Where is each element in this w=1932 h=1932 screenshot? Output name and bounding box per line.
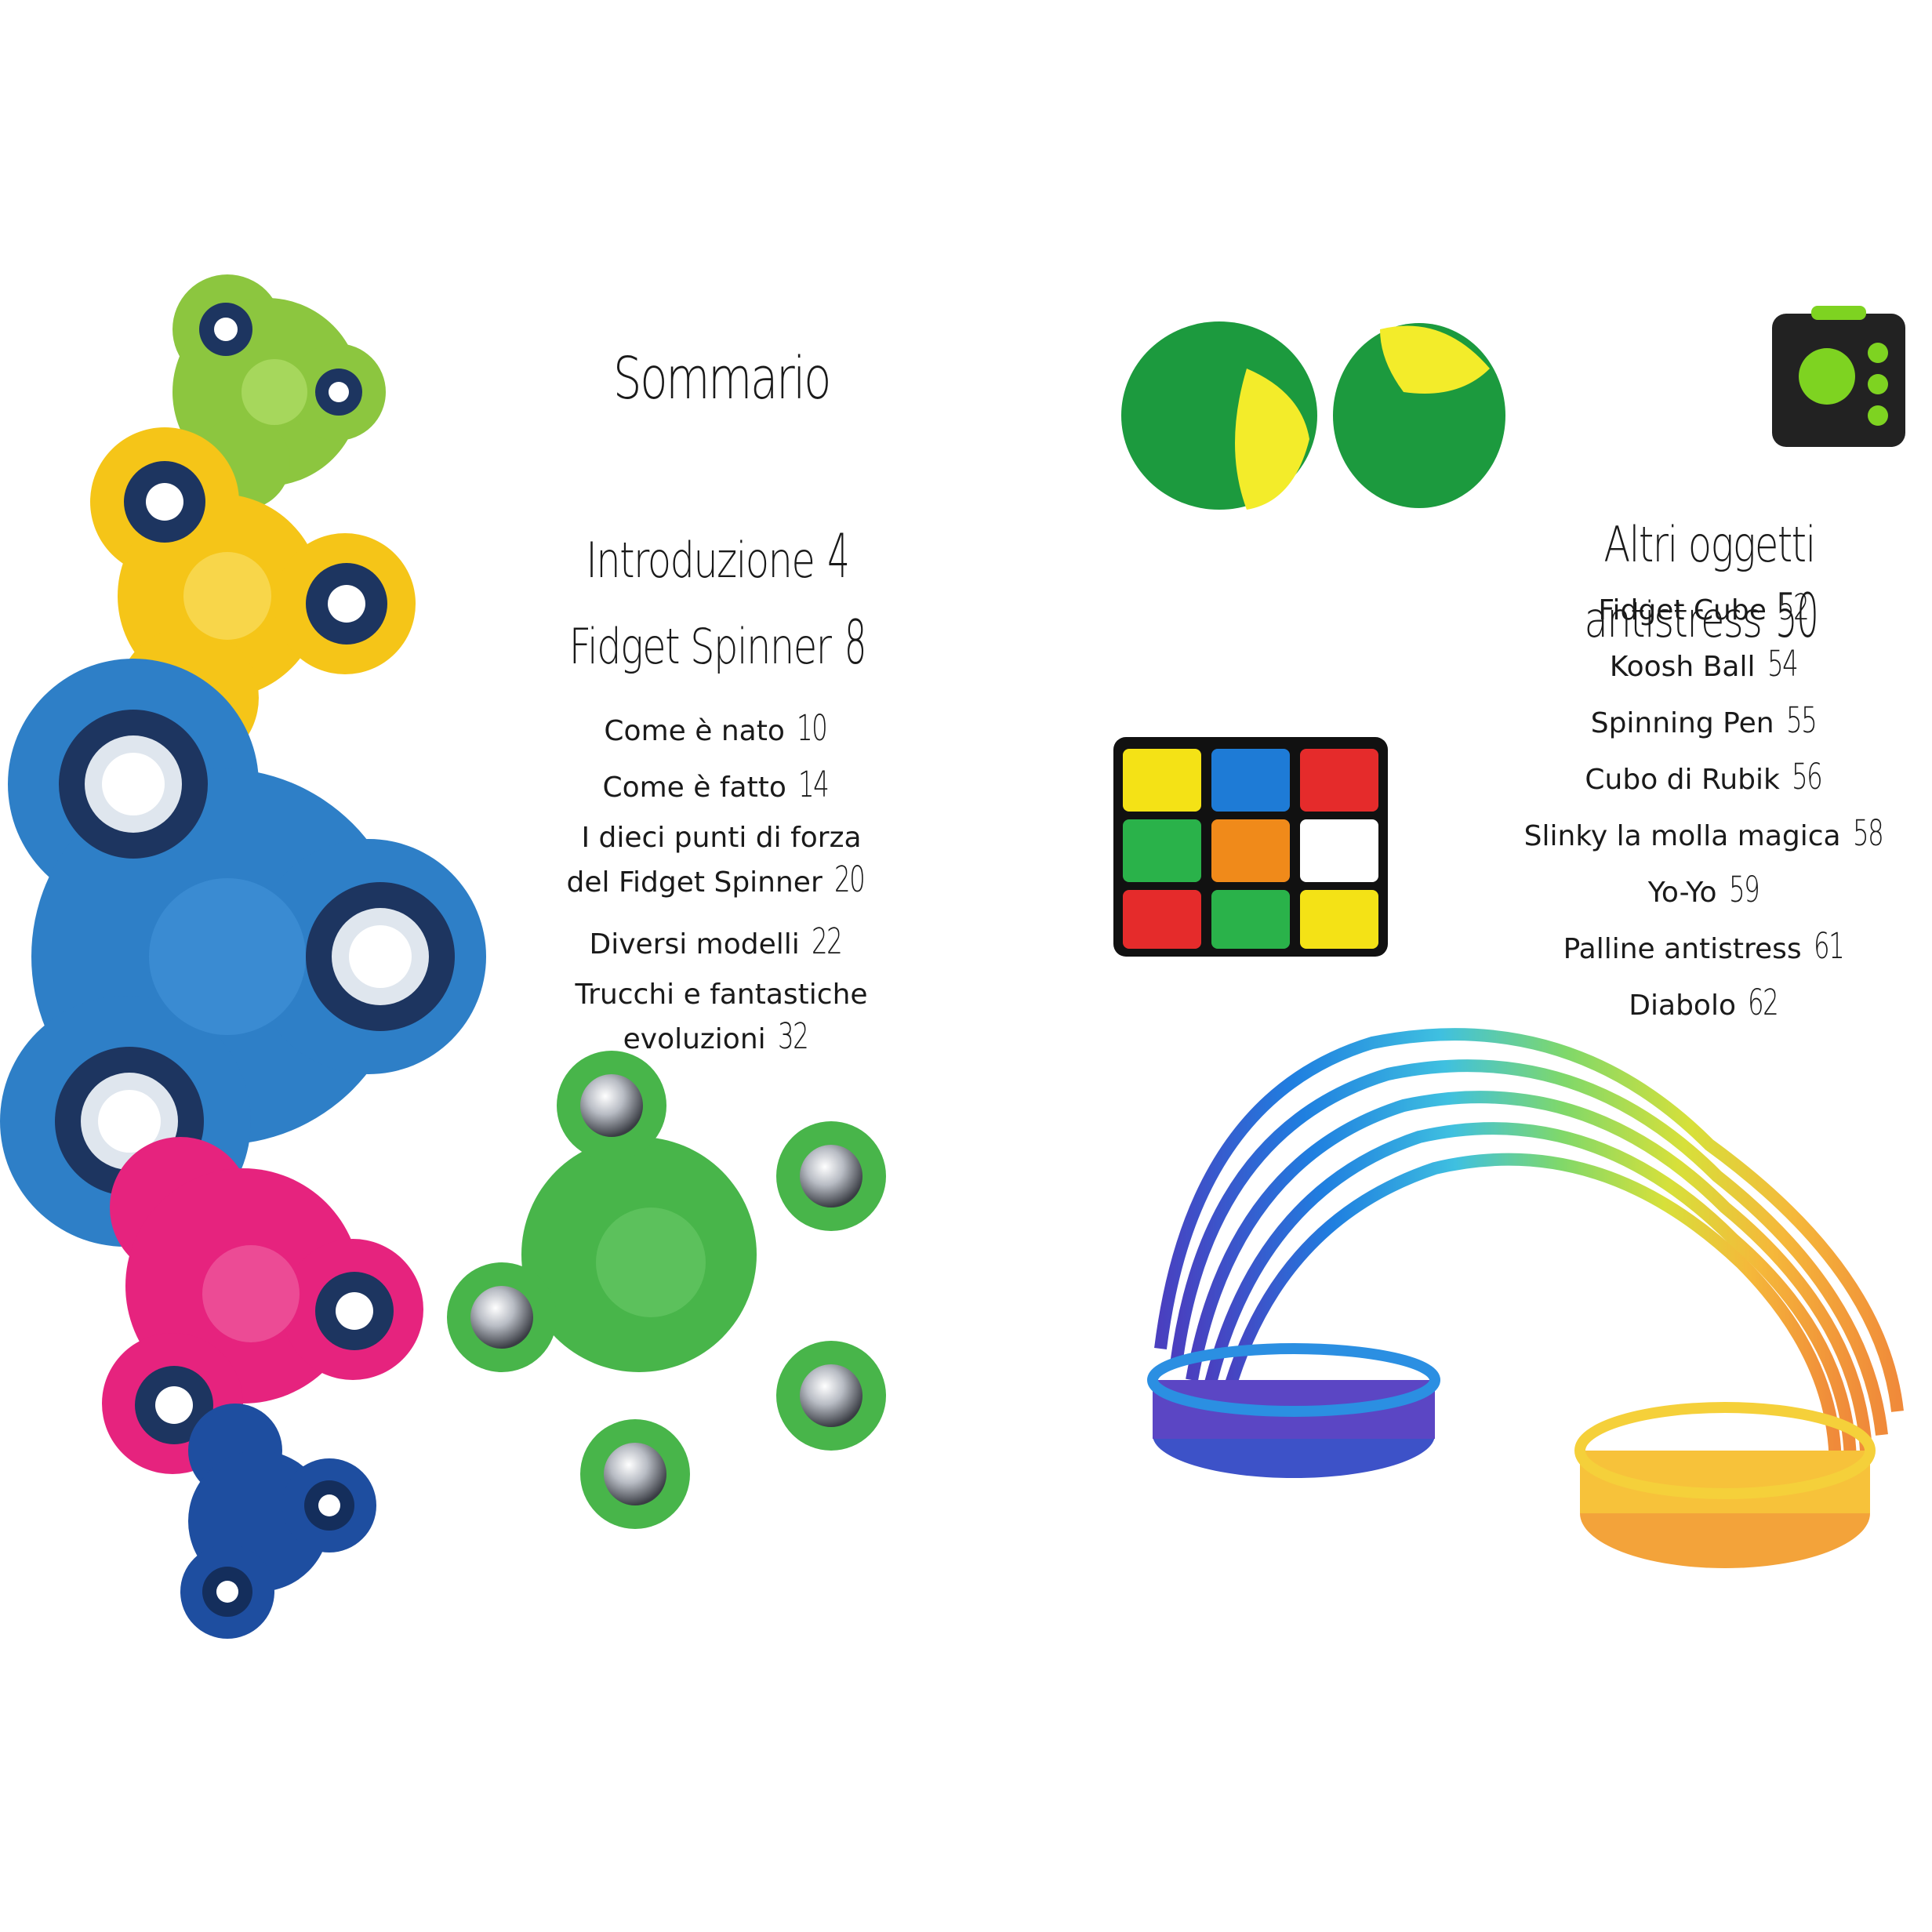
toc-entry[interactable]: Introduzione 4 [510, 518, 933, 597]
slinky-base-icon [1147, 1343, 1876, 1568]
toc-entry[interactable]: I dieci punti di forza del Fidget Spinne… [510, 820, 933, 902]
toc-entry[interactable]: Come è nato 10 [510, 706, 933, 752]
page-title: Sommario [612, 345, 831, 412]
toc-entry-page: 55 [1786, 699, 1818, 741]
toc-entry-page: 56 [1792, 756, 1823, 797]
toc-entry-label: del Fidget Spinner [566, 866, 823, 899]
toc-entry[interactable]: Diversi modelli 22 [510, 919, 933, 965]
toc-entry-page: 20 [834, 858, 866, 900]
toc-entry[interactable]: Fidget Spinner 8 [510, 604, 933, 683]
toc-entry[interactable]: Palline antistress 61 [1490, 924, 1929, 970]
toc-entry-label: Palline antistress [1563, 933, 1802, 965]
lime-spinner-icon [172, 274, 386, 510]
navy-spinner-icon [180, 1404, 376, 1639]
slinky-icon [1154, 1028, 1904, 1483]
toc-entry-page: 8 [844, 608, 866, 678]
toc-entry[interactable]: Cubo di Rubik 56 [1490, 754, 1929, 801]
toc-entry-page: 4 [827, 521, 849, 592]
toc-entry-label: Trucchi e fantastiche [575, 979, 868, 1011]
toc-entry[interactable]: Yo-Yo 59 [1490, 867, 1929, 913]
toc-entry-page: 54 [1767, 643, 1799, 685]
toc-entry[interactable]: Koosh Ball 54 [1490, 641, 1929, 688]
toc-entry-page: 62 [1748, 982, 1779, 1023]
toc-entry-label: Yo-Yo [1647, 877, 1717, 909]
toc-entry-label: Slinky la molla magica [1523, 820, 1841, 852]
toc-entry[interactable]: Spinning Pen 55 [1490, 698, 1929, 744]
toc-entry-label: Fidget Spinner [568, 618, 831, 675]
rubiks-cube-icon [1113, 737, 1388, 957]
fidget-cube-icon [1772, 306, 1905, 447]
toc-entry[interactable]: Trucchi e fantastiche evoluzioni 32 [510, 977, 933, 1059]
blue-spinner-icon [0, 659, 486, 1247]
toc-entry-page: 59 [1729, 869, 1760, 910]
toc-entry-page: 50 [1774, 580, 1819, 652]
toc-entry-page: 22 [812, 921, 843, 962]
toc-entry[interactable]: Fidget Cube 52 [1490, 585, 1929, 631]
toc-entry-page: 61 [1814, 925, 1845, 967]
toc-entry-label: I dieci punti di forza [581, 822, 862, 854]
toc-entry[interactable]: Come è fatto 14 [510, 762, 933, 808]
toc-entry-page: 58 [1853, 812, 1884, 854]
toc-entry-label: Come è nato [604, 715, 785, 747]
toc-entry-page: 52 [1778, 586, 1810, 628]
toc-entry[interactable]: Altri oggetti antistress 50 [1490, 514, 1929, 656]
toc-entry-label: Introduzione [585, 532, 815, 589]
toc-entry-page: 32 [778, 1015, 809, 1057]
toc-entry-label: Cubo di Rubik [1585, 764, 1780, 796]
toc-entry-label: evoluzioni [623, 1022, 766, 1055]
green-ball-spinner-icon [447, 1051, 886, 1529]
toc-entry-label: Altri oggetti antistress [1584, 516, 1817, 648]
juggling-balls-icon [1121, 321, 1505, 510]
toc-entry[interactable]: Diabolo 62 [1490, 980, 1929, 1026]
toc-entry-label: Diabolo [1629, 990, 1736, 1022]
toc-entry-page: 14 [798, 764, 830, 805]
toc-entry-label: Come è fatto [602, 772, 786, 804]
toc-entry-label: Diversi modelli [589, 928, 800, 961]
toc-entry-label: Fidget Cube [1598, 594, 1767, 626]
toc-entry[interactable]: Slinky la molla magica 58 [1490, 811, 1929, 857]
toc-entry-label: Spinning Pen [1590, 707, 1774, 739]
toc-entry-label: Koosh Ball [1609, 651, 1756, 683]
toc-entry-page: 10 [797, 707, 828, 749]
